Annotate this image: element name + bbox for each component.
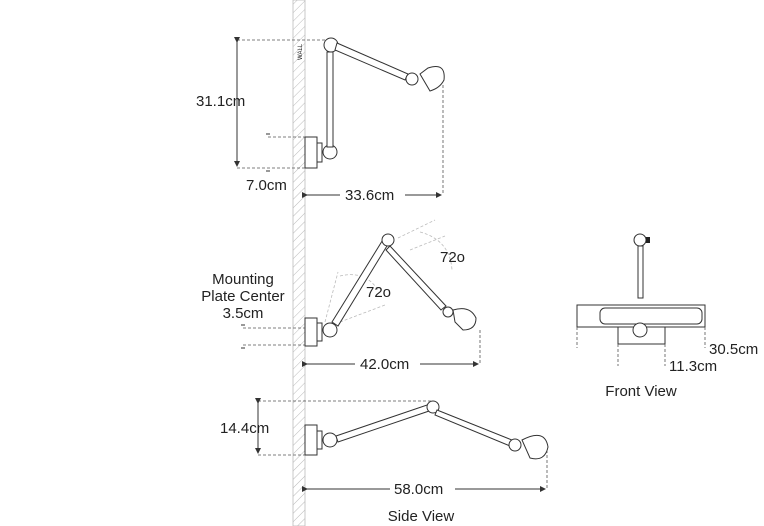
side-view-title: Side View	[388, 508, 455, 525]
plate-center-label: 3.5cm	[223, 305, 264, 322]
front-width-label: 30.5cm	[709, 341, 758, 358]
bottom-extension-label: 58.0cm	[394, 481, 443, 498]
top-extension-label: 33.6cm	[345, 187, 394, 204]
lamp-bottom	[304, 400, 549, 460]
bottom-dimensions: 14.4cm 58.0cm	[220, 398, 548, 498]
angle-lower-label: 72o	[366, 284, 391, 301]
middle-extension-label: 42.0cm	[360, 356, 409, 373]
angle-upper-label: 72o	[440, 249, 465, 266]
wall-label: WALL	[298, 43, 304, 60]
front-view-title: Front View	[605, 383, 677, 400]
front-base-width-label: 11.3cm	[669, 358, 717, 375]
top-height-label: 31.1cm	[196, 93, 245, 110]
plate-caption-line1: Mounting	[212, 271, 274, 288]
top-plate-offset-label: 7.0cm	[246, 177, 287, 194]
lamp-middle	[304, 219, 477, 347]
bottom-height-label: 14.4cm	[220, 420, 269, 437]
plate-caption-line2: Plate Center	[201, 288, 284, 305]
middle-dimensions: 72o 72o Mounting Plate Center 3.5cm 42.0…	[201, 249, 481, 373]
front-view-drawing	[576, 233, 706, 366]
wall: WALL	[292, 0, 306, 526]
top-dimensions: 31.1cm 7.0cm 33.6cm	[196, 37, 444, 204]
lamp-top	[304, 37, 445, 169]
